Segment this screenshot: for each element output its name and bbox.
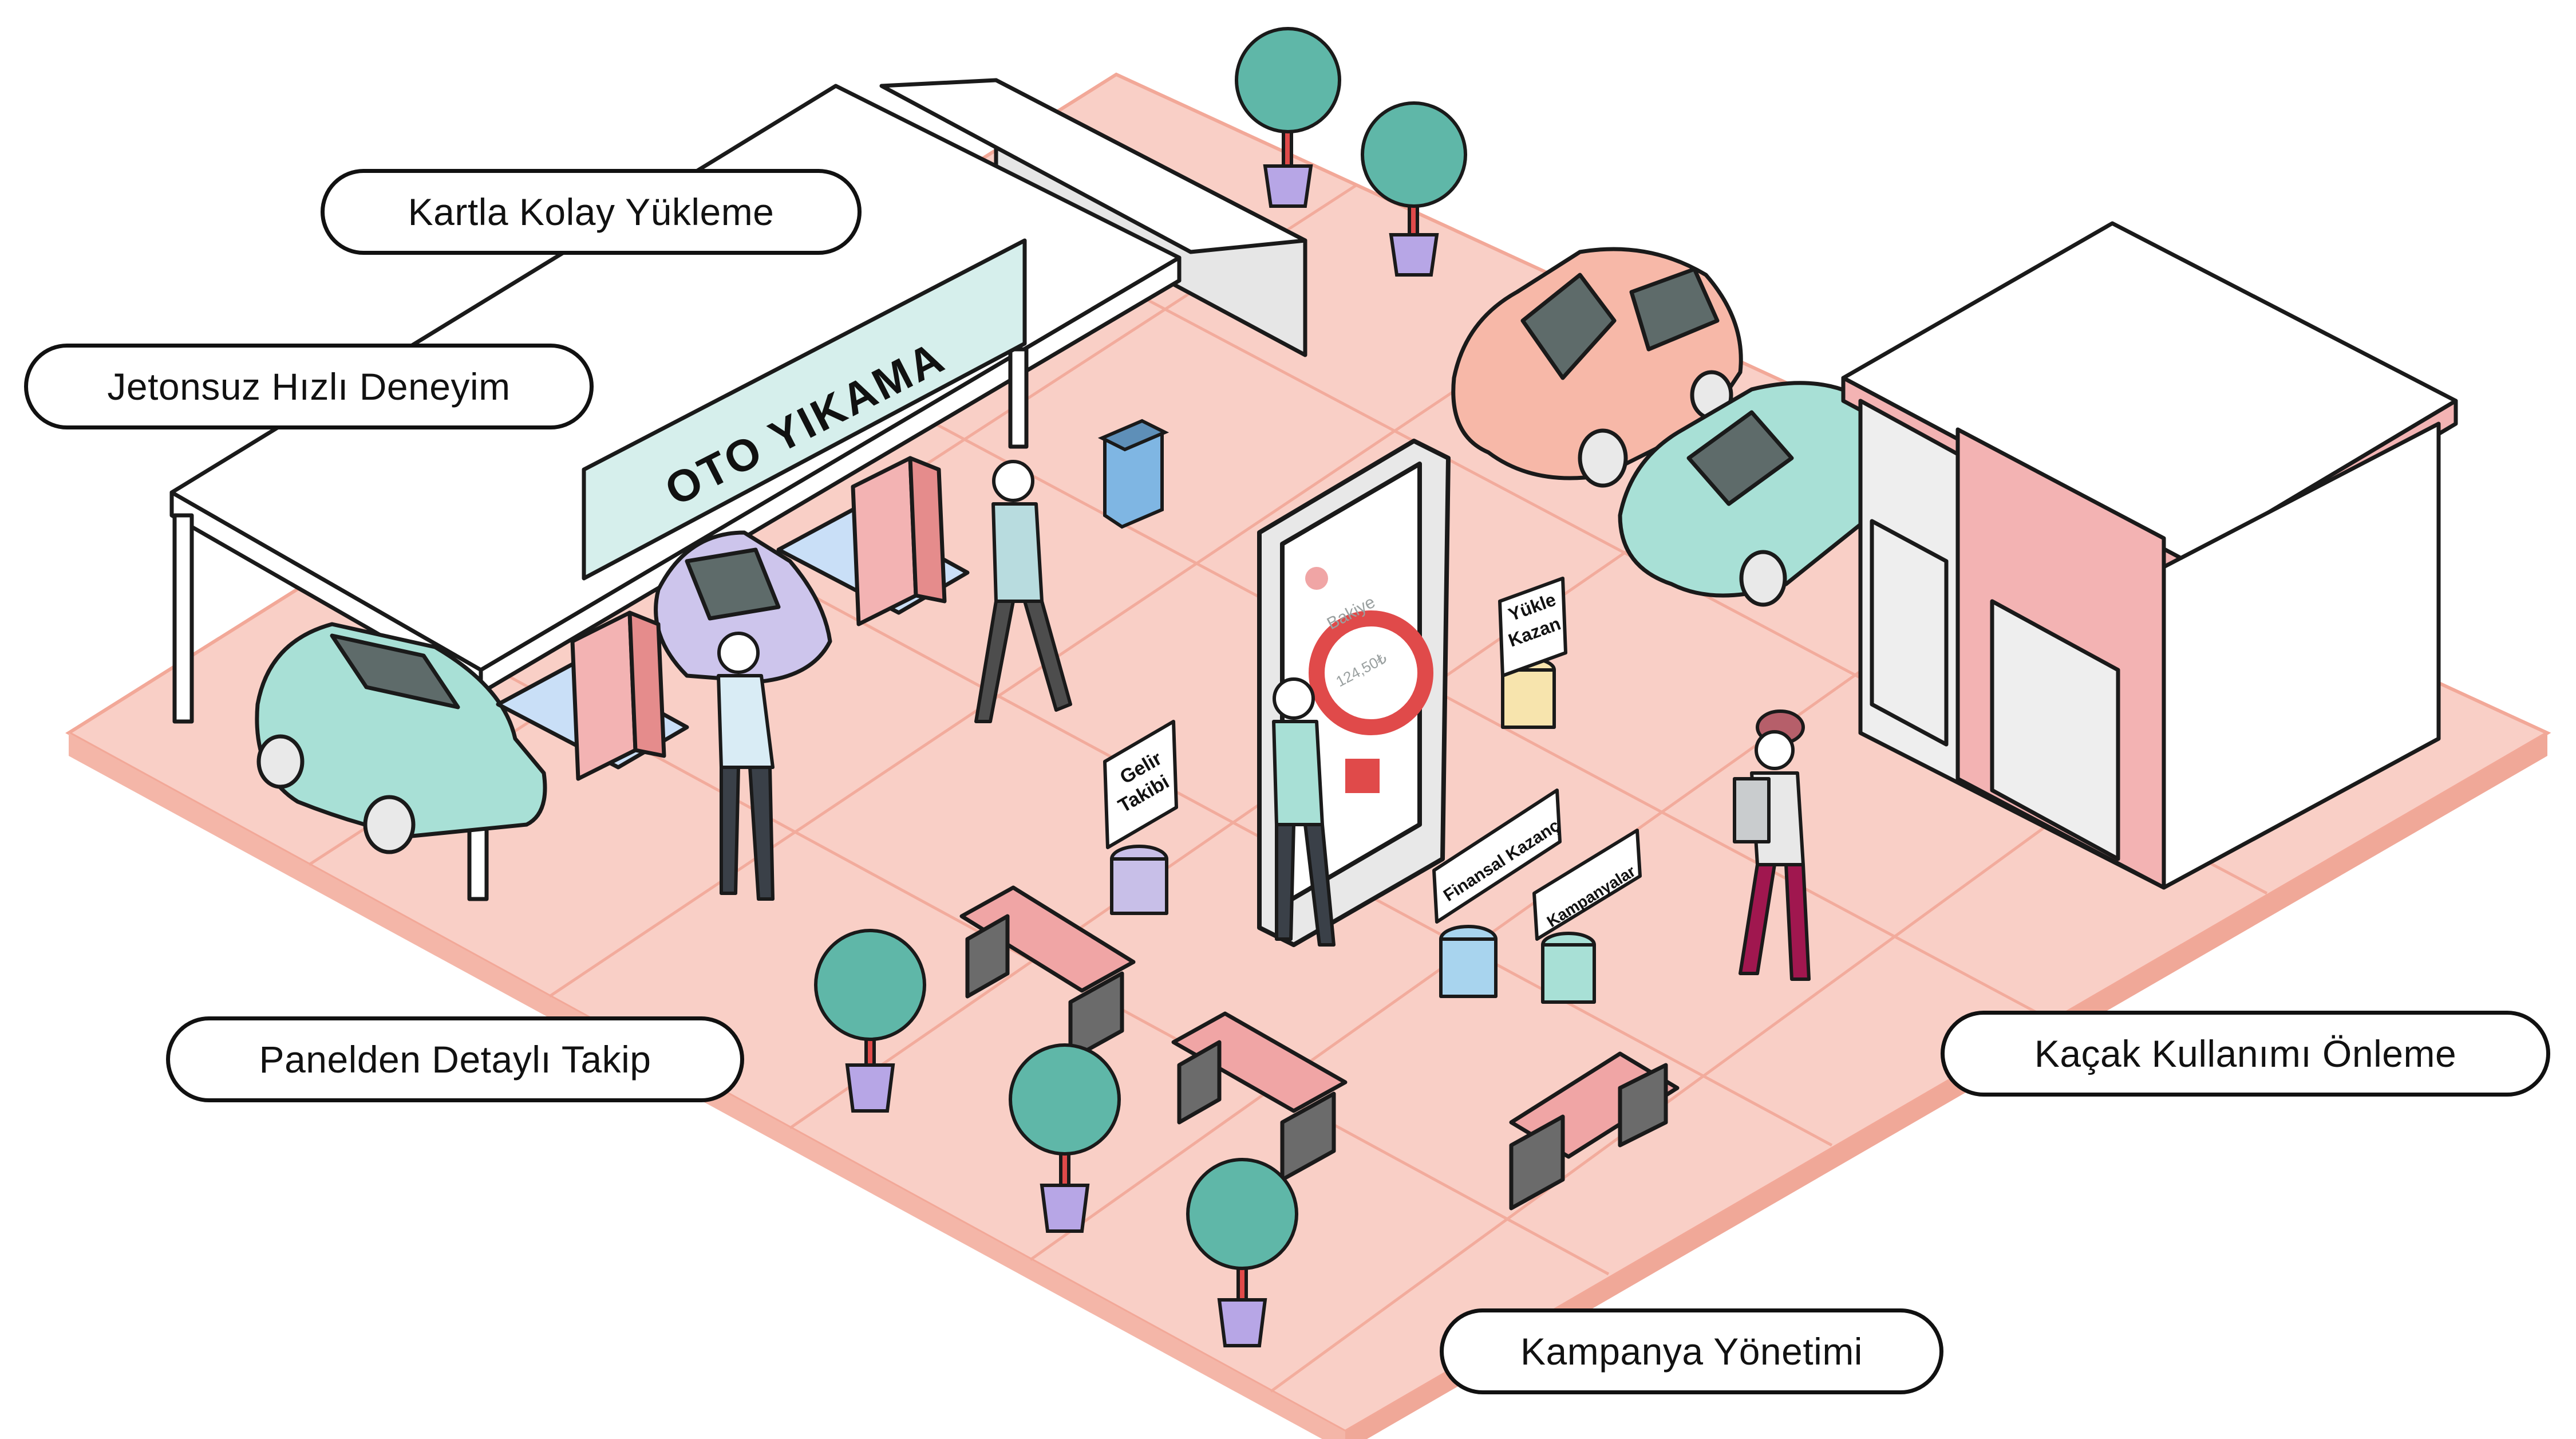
sign-gelir-takibi bbox=[1103, 720, 1178, 915]
tree-5 bbox=[1186, 1158, 1298, 1347]
label-kampanya-yonetimi: Kampanya Yönetimi bbox=[1440, 1308, 1943, 1394]
person-backpack bbox=[1733, 709, 1811, 981]
car-left-teal bbox=[255, 622, 547, 854]
person-near-station bbox=[717, 632, 775, 901]
sign-finansal-kazanc bbox=[1432, 789, 1562, 998]
car-pink bbox=[1451, 247, 1743, 488]
car-lavender bbox=[654, 530, 832, 684]
person-at-kiosk bbox=[1272, 677, 1336, 947]
tree-1 bbox=[1235, 27, 1341, 208]
trash-bin bbox=[1097, 419, 1170, 529]
label-kacak-kullanimi-onleme: Kaçak Kullanımı Önleme bbox=[1941, 1011, 2550, 1097]
tree-3 bbox=[814, 929, 926, 1113]
tree-4 bbox=[1009, 1043, 1121, 1233]
person-walking bbox=[974, 460, 1072, 723]
sign-kampanyalar bbox=[1532, 829, 1642, 1004]
label-panelden-detayli-takip: Panelden Detaylı Takip bbox=[166, 1016, 744, 1102]
sign-yukle-kazan bbox=[1498, 577, 1567, 729]
wash-stations bbox=[496, 456, 970, 781]
benches bbox=[959, 885, 1680, 1211]
label-jetonsuz-hizli-deneyim: Jetonsuz Hızlı Deneyim bbox=[24, 344, 594, 429]
building bbox=[1841, 221, 2458, 890]
people bbox=[717, 460, 1811, 981]
trees bbox=[814, 27, 1467, 1347]
label-kartla-kolay-yukleme: Kartla Kolay Yükleme bbox=[321, 169, 862, 255]
tree-2 bbox=[1361, 101, 1467, 277]
